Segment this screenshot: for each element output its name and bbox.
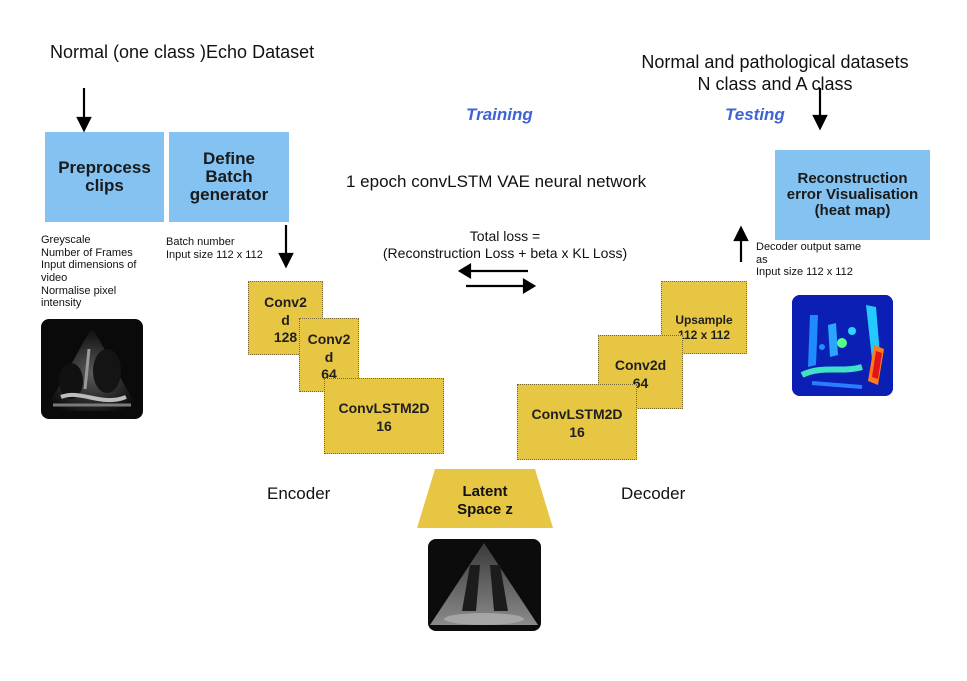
decoder-conv2d-64: Conv2d 64 [598,335,683,409]
encoder-convlstm2d-16: ConvLSTM2D 16 [324,378,444,454]
testing-label: Testing [725,105,785,124]
echo-input-image [41,319,143,419]
backward-arrow-head [457,263,472,279]
heatmap-output-image [792,295,893,396]
test-dataset-title: Normal and pathological datasets N class… [641,52,909,94]
decoder-output-arrow-head [733,225,749,242]
training-label: Training [466,105,533,124]
preprocess-notes: Greyscale Number of Frames Input dimensi… [41,234,137,310]
decoder-output-notes: Decoder output same as Input size 112 x … [756,241,862,279]
input-arrow-head [76,116,92,133]
decoder-convlstm2d-16: ConvLSTM2D 16 [517,384,637,460]
latent-space-label: Latent Space z [457,483,513,518]
batch-arrow-head [278,252,294,269]
encoder-label: Encoder [267,484,331,503]
encoder-conv2d-128: Conv2 d 128 [248,281,323,355]
forward-arrow-head [522,278,537,294]
latent-space-shape [417,469,553,528]
test-input-arrow-head [812,114,828,131]
latent-echo-image [428,539,541,631]
preprocess-box: Preprocess clips [45,132,164,222]
decoder-label: Decoder [621,484,686,503]
input-dataset-title: Normal (one class )Echo Dataset [50,42,315,62]
reconstruction-box: Reconstruction error Visualisation (heat… [775,150,930,240]
loss-formula: Total loss = (Reconstruction Loss + beta… [382,228,628,261]
batch-generator-box: Define Batch generator [169,132,289,222]
batch-notes: Batch number Input size 112 x 112 [166,236,263,261]
network-title: 1 epoch convLSTM VAE neural network [346,172,647,191]
